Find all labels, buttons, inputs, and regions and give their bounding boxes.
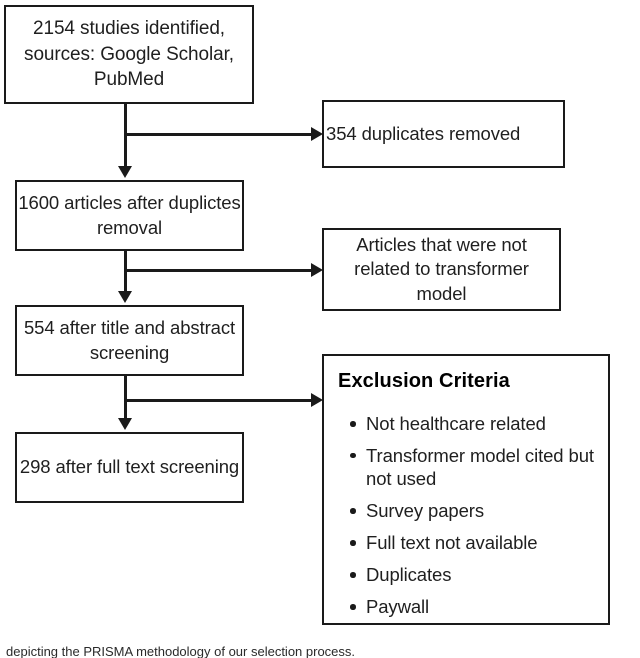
list-item: Paywall [350,595,600,618]
exclusion-criteria-list: Not healthcare related Transformer model… [336,412,600,627]
node-duplicates-removed-label: 354 duplicates removed [326,122,521,144]
node-studies-identified-label: 2154 studies identified, sources: Google… [24,17,234,91]
node-not-transformer-related: Articles that were not related to transf… [322,228,561,311]
connector-branch-exclusion-criteria [124,399,314,402]
node-after-title-abstract-screening-label: 554 after title and abstract screening [23,317,236,363]
node-not-transformer-related-label: Articles that were not related to transf… [354,234,529,304]
node-after-full-text-screening-label: 298 after full text screening [19,456,240,478]
connector-vertical-2 [124,251,127,293]
list-item: Duplicates [350,563,600,586]
connector-branch-not-transformer [124,269,314,272]
figure-caption-clipped: depicting the PRISMA methodology of our … [0,646,640,658]
list-item: Transformer model cited but not used [350,444,600,491]
arrowhead-right-icon-2 [311,263,323,277]
node-duplicates-removed: 354 duplicates removed [322,100,565,168]
node-exclusion-criteria: Exclusion Criteria Not healthcare relate… [322,354,610,625]
node-after-title-abstract-screening: 554 after title and abstract screening [15,305,244,376]
connector-vertical-1 [124,104,127,168]
node-after-full-text-screening: 298 after full text screening [15,432,244,503]
arrowhead-right-icon-3 [311,393,323,407]
connector-branch-duplicates [124,133,314,136]
list-item: Survey papers [350,499,600,522]
exclusion-criteria-title: Exclusion Criteria [338,370,510,392]
connector-vertical-3 [124,376,127,420]
arrowhead-right-icon-1 [311,127,323,141]
list-item: Full text not available [350,531,600,554]
node-after-duplicates-removal-label: 1600 articles after duplictes removal [18,192,241,238]
figure-caption-text: depicting the PRISMA methodology of our … [6,646,356,658]
arrowhead-down-icon-2 [118,291,132,303]
arrowhead-down-icon-1 [118,166,132,178]
node-after-duplicates-removal: 1600 articles after duplictes removal [15,180,244,251]
list-item: Not healthcare related [350,412,600,435]
node-studies-identified: 2154 studies identified, sources: Google… [4,5,254,104]
arrowhead-down-icon-3 [118,418,132,430]
